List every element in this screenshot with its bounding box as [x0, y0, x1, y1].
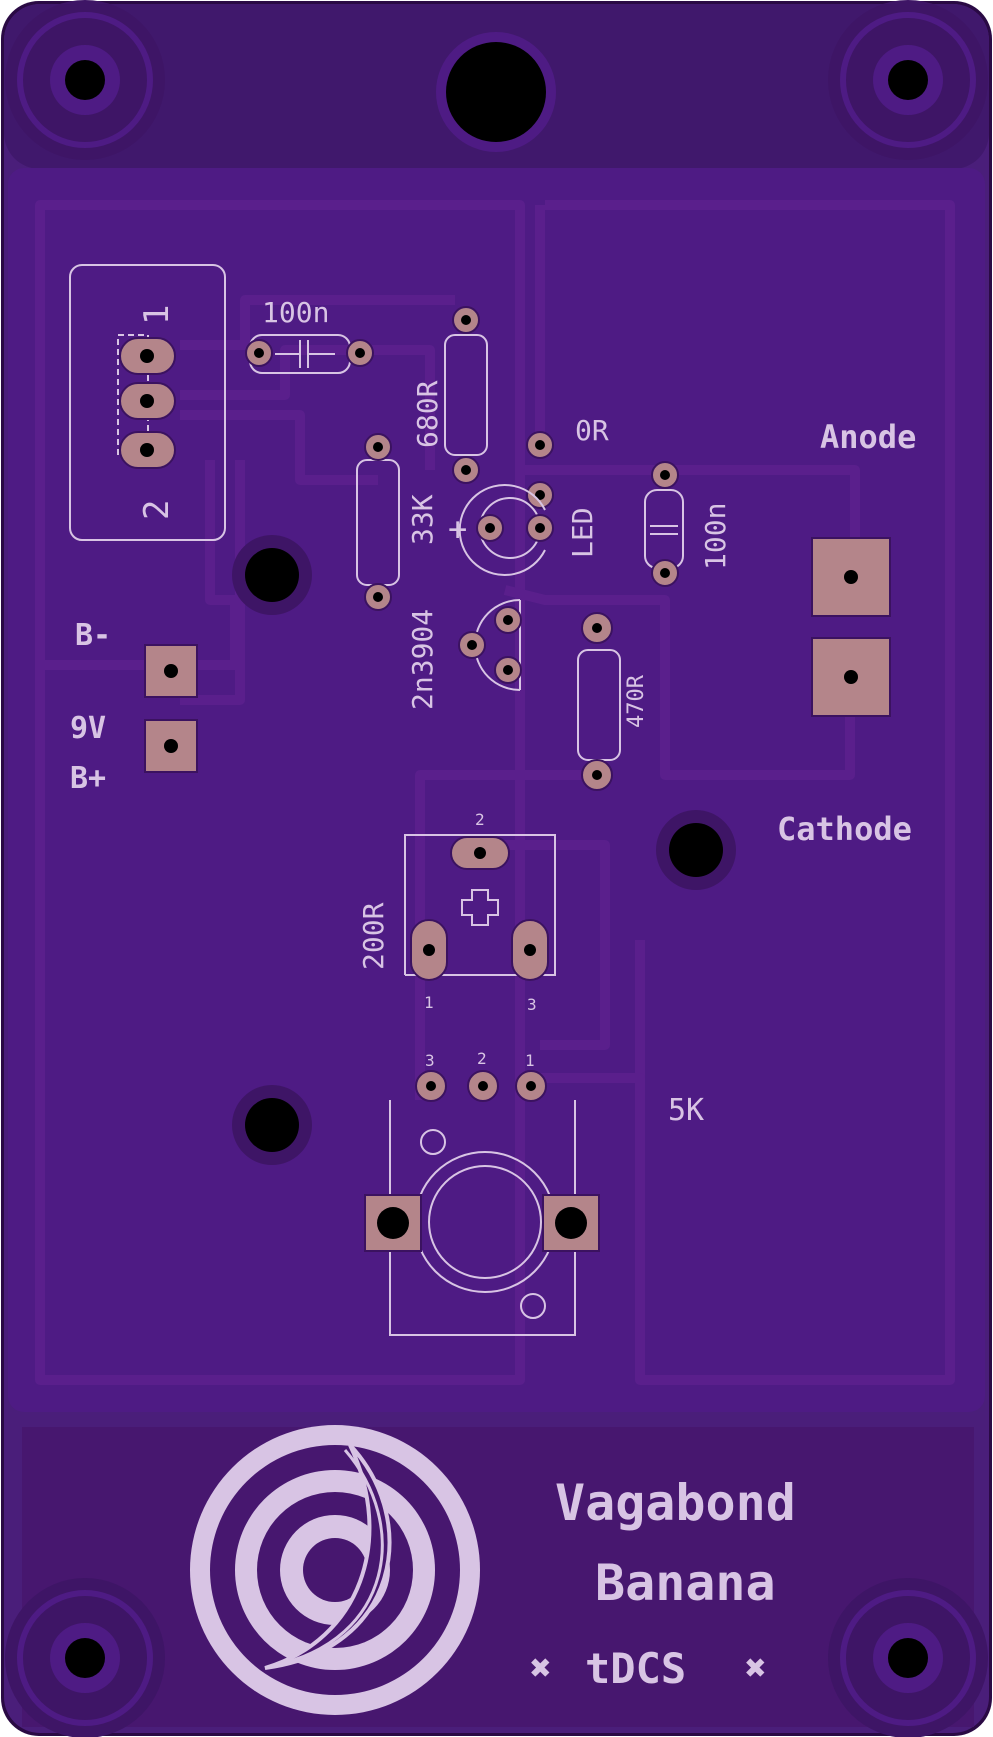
switch-pin1-label: 1	[137, 305, 177, 325]
mount-hole-top-left	[5, 0, 165, 160]
battery-pos-pad	[144, 719, 198, 773]
mount-hole-left-lower	[232, 1085, 312, 1165]
ground-outline-trace	[35, 200, 525, 1385]
transistor-q1	[458, 599, 522, 691]
brand-line3: tDCS	[585, 1644, 686, 1693]
mount-hole-left-upper	[232, 535, 312, 615]
trim-pin3-label: 3	[527, 995, 537, 1014]
trace-switch-cap	[180, 295, 455, 350]
trace-pot-right	[530, 1073, 645, 1380]
brand-line1: Vagabond	[555, 1474, 796, 1532]
mount-hole-bottom-right	[828, 1578, 988, 1737]
r470-label: 470R	[624, 674, 649, 728]
pot-5k-label: 5K	[668, 1093, 704, 1128]
spiral-banana-icon	[190, 1425, 480, 1715]
resistor-470r	[577, 612, 621, 791]
switch-pin2-label: 2	[137, 500, 177, 520]
capacitor-c1	[245, 334, 374, 374]
b-plus-label: B+	[70, 761, 106, 796]
brand-line2: Banana	[595, 1554, 776, 1612]
cathode-label: Cathode	[777, 810, 912, 848]
mount-hole-right-mid	[656, 810, 736, 890]
b-minus-label: B-	[75, 618, 111, 653]
r680-label: 680R	[411, 380, 444, 448]
bottom-band	[22, 1427, 974, 1727]
mount-hole-top-right	[828, 0, 988, 160]
c2-label: 100n	[699, 503, 732, 570]
anode-label: Anode	[820, 418, 916, 456]
trim-200-label: 200R	[357, 902, 390, 970]
trace-switch-row2	[180, 345, 435, 470]
resistor-33k	[356, 433, 400, 611]
r33k-label: 33K	[406, 494, 439, 545]
battery-neg-pad	[144, 644, 198, 698]
cathode-pad	[811, 637, 891, 717]
potentiometer-5k	[364, 1070, 600, 1336]
jumper-0r	[526, 431, 554, 509]
trimmer-200r	[404, 834, 556, 981]
trace-battery-pos	[180, 460, 245, 705]
q1-label: 2n3904	[406, 609, 439, 710]
led-label: LED	[566, 507, 599, 558]
capacitor-c2	[644, 461, 684, 587]
pot-pin3-label: 3	[425, 1051, 435, 1070]
led-plus-label: +	[448, 510, 467, 548]
trim-pin1-label: 1	[424, 993, 434, 1012]
power-switch-footprint	[69, 264, 226, 541]
trace-trim-pot	[478, 840, 610, 1050]
pot-pin1-label: 1	[525, 1051, 535, 1070]
c1-label: 100n	[262, 296, 329, 329]
resistor-680r	[444, 306, 488, 484]
led-footprint	[458, 484, 554, 576]
trace-switch-row3	[180, 410, 378, 485]
trace-cathode	[503, 585, 855, 780]
trace-470r-down	[415, 770, 595, 1100]
asterisk-icon: ✖	[530, 1648, 552, 1689]
r0-label: 0R	[575, 414, 609, 447]
mount-hole-top-center	[436, 32, 556, 152]
trim-pin2-label: 2	[475, 810, 485, 829]
nine-v-label: 9V	[70, 711, 106, 746]
mount-hole-bottom-left	[5, 1578, 165, 1737]
asterisk-icon: ✖	[745, 1648, 767, 1689]
anode-pad	[811, 537, 891, 617]
pot-pin2-label: 2	[477, 1049, 487, 1068]
